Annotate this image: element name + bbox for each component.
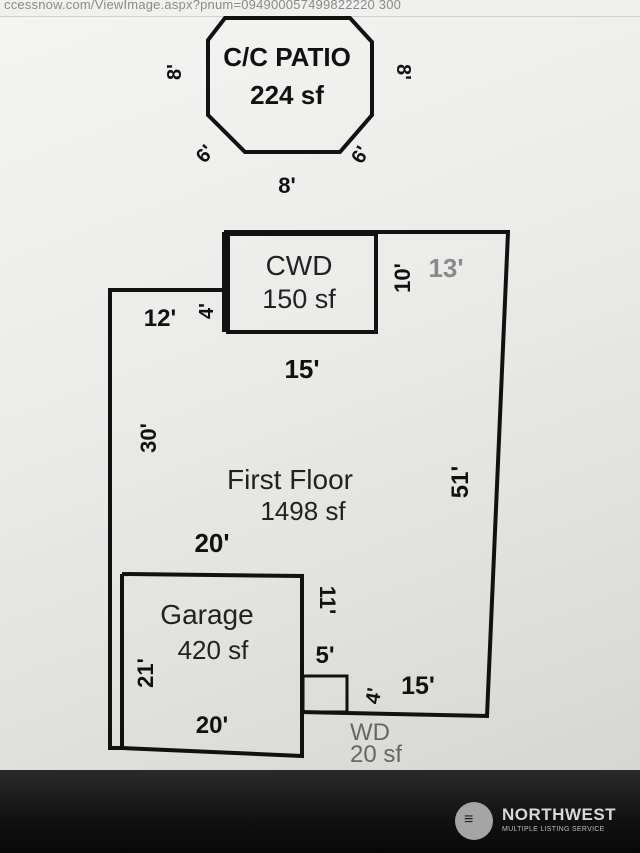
cwd-name: CWD bbox=[266, 250, 333, 281]
photo-of-screen: ccessnow.com/ViewImage.aspx?pnum=0949000… bbox=[0, 0, 640, 770]
cwd-area: 150 sf bbox=[262, 284, 336, 314]
wd-name: WD bbox=[350, 719, 390, 746]
ff-dim-top-right: 13' bbox=[428, 253, 463, 283]
watermark-sub: MULTIPLE LISTING SERVICE bbox=[502, 826, 605, 833]
cwd-outline bbox=[226, 232, 378, 334]
ff-dim-bottom-right: 15' bbox=[401, 672, 435, 700]
ff-dim-notch-side: 11' bbox=[315, 586, 340, 615]
first-floor-outline bbox=[108, 288, 224, 750]
ff-dim-inner: 20' bbox=[194, 528, 229, 558]
cwd-dim-side: 4' bbox=[196, 303, 218, 319]
garage-outline bbox=[120, 572, 304, 759]
garage-name: Garage bbox=[160, 599, 253, 630]
ff-dim-small: 4' bbox=[362, 686, 386, 705]
patio-outline bbox=[206, 16, 374, 154]
floor-plan-sketch: C/C PATIO 224 sf 8' 8' 6' 6' 8' CWD 150 … bbox=[108, 16, 511, 768]
browser-address-bar[interactable]: ccessnow.com/ViewImage.aspx?pnum=0949000… bbox=[0, 0, 640, 17]
patio-area: 224 sf bbox=[250, 80, 324, 110]
monitor-bezel bbox=[0, 770, 640, 853]
patio-dim-diag-left: 6' bbox=[192, 141, 219, 167]
wd-area: 20 sf bbox=[350, 741, 402, 768]
ff-dim-left: 30' bbox=[136, 423, 161, 453]
garage-dim-bottom: 20' bbox=[196, 712, 228, 739]
northwest-logo-icon: ≡ bbox=[455, 802, 493, 840]
ff-dim-top-left: 12' bbox=[144, 305, 176, 332]
patio-name: C/C PATIO bbox=[223, 42, 351, 72]
patio-dim-diag-right: 6' bbox=[347, 143, 374, 168]
ff-dim-notch-mid: 5' bbox=[315, 642, 334, 669]
ff-dim-top-mid: 15' bbox=[284, 354, 319, 384]
wd-outline bbox=[301, 674, 349, 714]
patio-dim-left: 8' bbox=[164, 64, 186, 80]
ff-name: First Floor bbox=[227, 464, 353, 495]
patio-dim-right: 8' bbox=[392, 64, 414, 80]
watermark-brand: NORTHWEST bbox=[502, 805, 617, 824]
ff-area: 1498 sf bbox=[260, 496, 346, 526]
patio-dim-bottom: 8' bbox=[278, 173, 295, 198]
url-text: ccessnow.com/ViewImage.aspx?pnum=0949000… bbox=[4, 0, 402, 12]
garage-area: 420 sf bbox=[178, 635, 250, 665]
cwd-dim-right: 10' bbox=[390, 263, 415, 293]
garage-dim-left: 21' bbox=[133, 658, 158, 688]
ff-dim-right: 51' bbox=[447, 466, 474, 498]
